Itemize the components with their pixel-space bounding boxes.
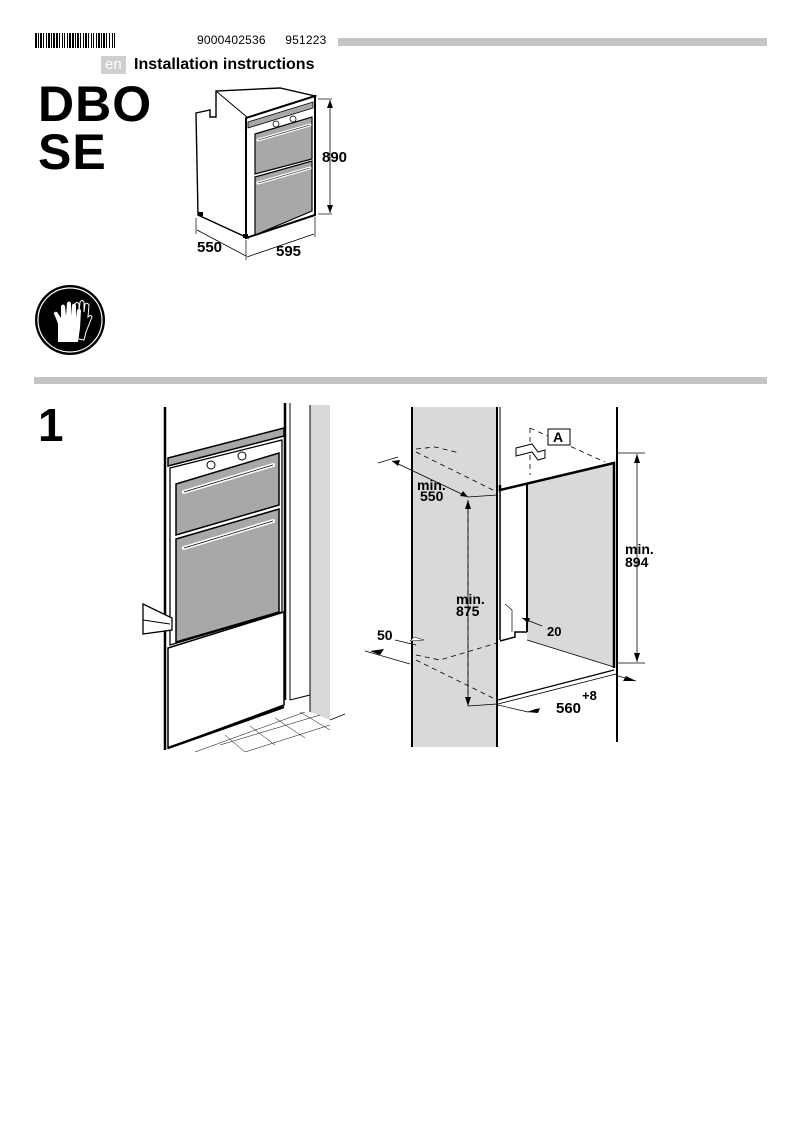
step-number: 1 bbox=[38, 399, 64, 451]
niche-width-tolerance: +8 bbox=[582, 688, 597, 703]
niche-inner-height-value: 875 bbox=[456, 603, 480, 619]
depth-dimension: 550 bbox=[197, 239, 222, 256]
width-dimension: 595 bbox=[276, 243, 301, 260]
rear-gap: 20 bbox=[547, 624, 561, 639]
model-line-2: SE bbox=[38, 124, 107, 180]
barcode bbox=[35, 33, 185, 48]
document-title: Installation instructions bbox=[134, 56, 315, 73]
niche-width-value: 560 bbox=[556, 700, 581, 717]
date-code: 951223 bbox=[285, 33, 327, 47]
niche-depth-value: 550 bbox=[420, 488, 444, 504]
document-codes: 9000402536 951223 bbox=[197, 33, 343, 47]
model-line-1: DBO bbox=[38, 76, 153, 132]
header-divider-band bbox=[338, 38, 767, 46]
bracket-label: A bbox=[553, 429, 563, 445]
gloves-icon bbox=[35, 285, 105, 355]
ventilation-gap: 50 bbox=[377, 627, 393, 643]
height-dimension: 890 bbox=[322, 149, 347, 166]
model-name: DBO SE bbox=[38, 76, 153, 180]
language-badge: en bbox=[101, 56, 126, 74]
niche-outer-height-value: 894 bbox=[625, 554, 649, 570]
niche-outer-height-label: min. bbox=[625, 541, 654, 557]
section-divider-band bbox=[34, 377, 767, 384]
appliance-dimension-diagram: 890 550 595 bbox=[195, 87, 347, 260]
niche-inner-height-label: min. bbox=[456, 591, 485, 607]
part-number: 9000402536 bbox=[197, 33, 266, 47]
niche-depth-label: min. bbox=[417, 477, 446, 493]
